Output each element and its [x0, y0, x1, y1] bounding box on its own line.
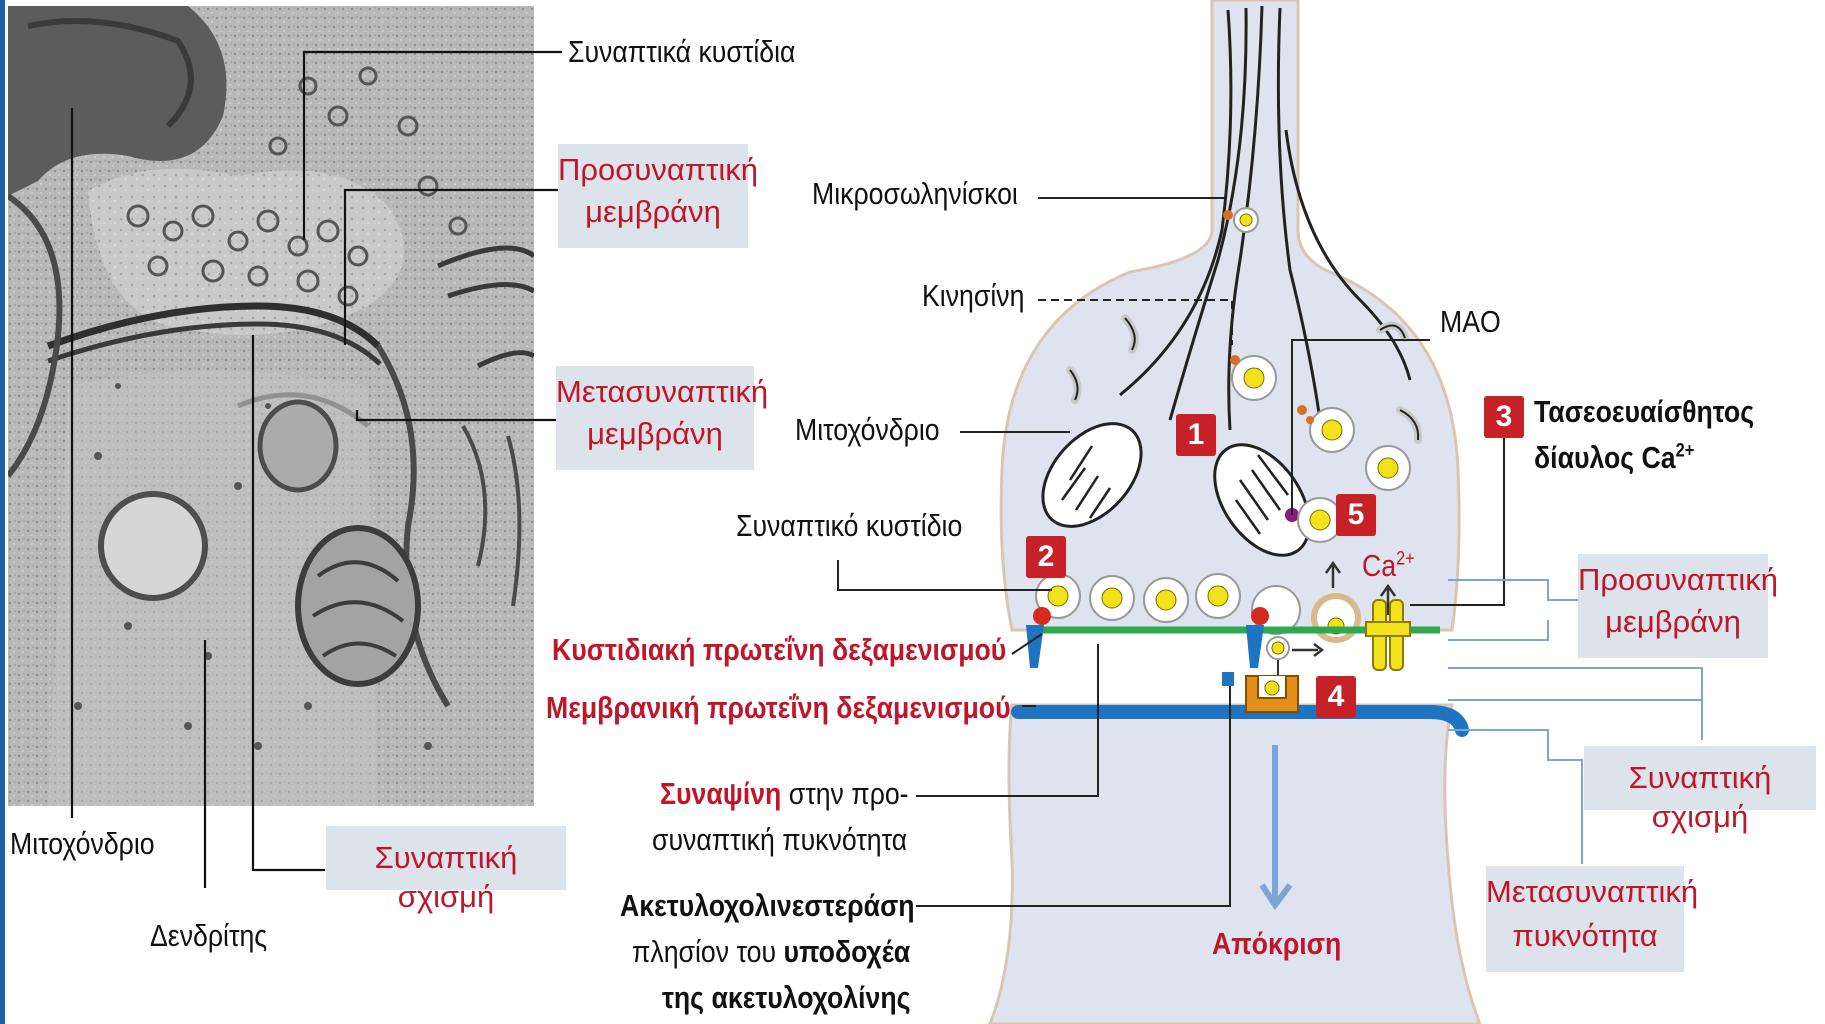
voltage-channel-sup: 2+ [1676, 441, 1695, 462]
synapsin-bold: Συναψίνη [660, 776, 781, 811]
label-vesicle-docking-protein: Κυστιδιακή πρωτεΐνη δεξαμενισμού [552, 632, 1006, 668]
label-voltage-channel-2: δίαυλος Ca2+ [1534, 440, 1694, 476]
label-ache-line3: της ακετυλοχολίνης [662, 980, 910, 1016]
label-ache: Ακετυλοχολινεστεράση [620, 888, 915, 924]
step-badge-2: 2 [1026, 536, 1066, 578]
step-badge-5: 5 [1336, 494, 1376, 536]
label-presynaptic-membrane-right-2: μεμβράνη [1578, 602, 1768, 641]
label-response: Απόκριση [1212, 926, 1341, 962]
step-badge-1: 1 [1176, 414, 1216, 456]
ache-line2-bold: υποδοχέα [783, 934, 910, 969]
ca-ion-sup: 2+ [1396, 549, 1415, 570]
label-membrane-docking-protein: Μεμβρανική πρωτεΐνη δεξαμενισμού [546, 690, 1011, 726]
step-badge-3: 3 [1484, 396, 1524, 438]
label-presynaptic-membrane-right-1: Προσυναπτική [1578, 560, 1768, 599]
label-ca-ion: Ca2+ [1362, 548, 1415, 584]
label-postsynaptic-density-2: πυκνότητα [1486, 916, 1684, 955]
postsynaptic-cell [990, 705, 1480, 1024]
voltage-channel-text: δίαυλος Ca [1534, 440, 1676, 475]
ca-ion-text: Ca [1362, 548, 1396, 583]
label-ache-line2: πλησίον του υποδοχέα [632, 934, 910, 970]
label-synapsin-line2: συναπτική πυκνότητα [652, 822, 907, 858]
label-mitochondrion-right: Μιτοχόνδριο [795, 412, 940, 448]
label-synaptic-vesicle: Συναπτικό κυστίδιο [736, 508, 962, 544]
synapsin-rest: στην προ- [781, 776, 908, 811]
label-synapsin: Συναψίνη στην προ- [660, 776, 909, 812]
label-voltage-channel-1: Τασεοευαίσθητος [1534, 394, 1754, 430]
label-microtubules: Μικροσωληνίσκοι [812, 176, 1018, 212]
label-kinesin: Κινησίνη [922, 278, 1024, 314]
ache-line2-normal: πλησίον του [632, 934, 783, 969]
label-synaptic-cleft-right: Συναπτική σχισμή [1584, 758, 1816, 836]
step-badge-4: 4 [1316, 676, 1356, 718]
label-postsynaptic-density-1: Μετασυναπτική [1486, 872, 1684, 911]
label-mao: MAO [1440, 304, 1501, 340]
